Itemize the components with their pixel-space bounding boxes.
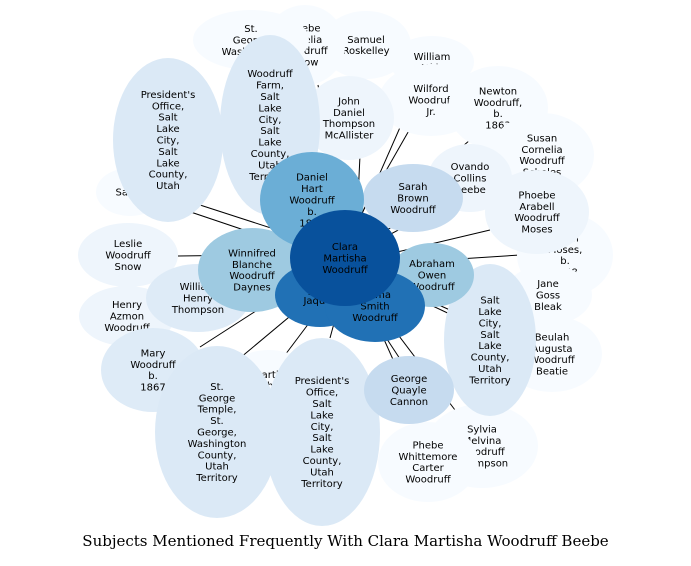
node-bubble — [485, 170, 589, 254]
node-bubble — [113, 58, 223, 222]
node-bubble — [290, 210, 400, 306]
node-bubble — [155, 346, 279, 518]
node-bubble — [378, 422, 478, 502]
node-bubble — [321, 11, 411, 79]
node-bubble — [264, 338, 380, 526]
node-bubble — [444, 264, 536, 416]
diagram-caption: Subjects Mentioned Frequently With Clara… — [82, 532, 609, 550]
node-bubble — [363, 164, 463, 232]
nodes: SamuelRoskelleyPhebeAmeliaWoodruffSnowWi… — [78, 5, 613, 526]
node-bubble — [304, 76, 394, 160]
node-bubble — [364, 356, 454, 424]
node-bubble — [78, 223, 178, 287]
